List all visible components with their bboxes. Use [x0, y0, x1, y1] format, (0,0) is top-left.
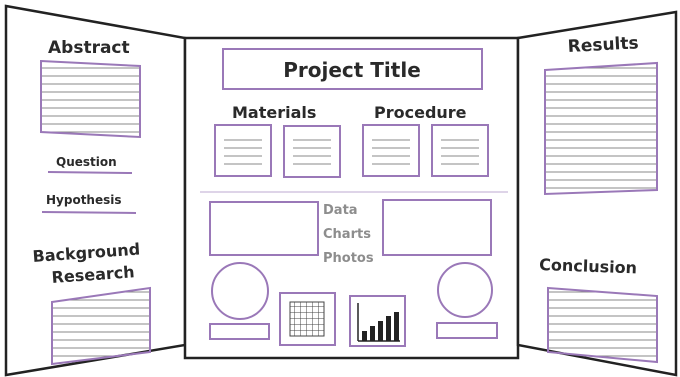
procedure-card-1 — [362, 124, 420, 177]
conclusion-label: Conclusion — [539, 255, 637, 277]
conclusion-text-block — [547, 286, 658, 364]
hypothesis-underline — [41, 211, 137, 214]
materials-card-1 — [214, 124, 272, 177]
data-box-right — [382, 199, 492, 256]
procedure-label: Procedure — [374, 103, 467, 122]
center-panel: Project Title Materials Procedure Data C… — [183, 36, 520, 360]
question-underline — [47, 171, 133, 174]
left-panel: Abstract Question Hypothesis Background … — [4, 4, 187, 377]
circle-photo-right — [436, 262, 498, 339]
photos-label: Photos — [323, 251, 374, 266]
project-title-box: Project Title — [222, 48, 483, 90]
question-label: Question — [56, 155, 117, 169]
bar-chart-icon — [349, 295, 406, 347]
charts-label: Charts — [323, 227, 371, 242]
results-label: Results — [567, 33, 639, 57]
abstract-label: Abstract — [48, 38, 130, 58]
data-label: Data — [323, 203, 358, 218]
materials-card-2 — [283, 125, 341, 178]
results-text-block — [544, 61, 658, 196]
right-panel: Results Conclusion — [516, 10, 678, 377]
background-research-text-block — [51, 286, 151, 366]
project-title: Project Title — [283, 58, 421, 82]
grid-chart — [279, 292, 336, 346]
abstract-text-block — [40, 59, 141, 139]
materials-label: Materials — [232, 103, 316, 122]
procedure-card-2 — [431, 124, 489, 177]
circle-photo-left — [209, 262, 270, 340]
hypothesis-label: Hypothesis — [46, 193, 122, 207]
data-box-left — [209, 201, 319, 256]
